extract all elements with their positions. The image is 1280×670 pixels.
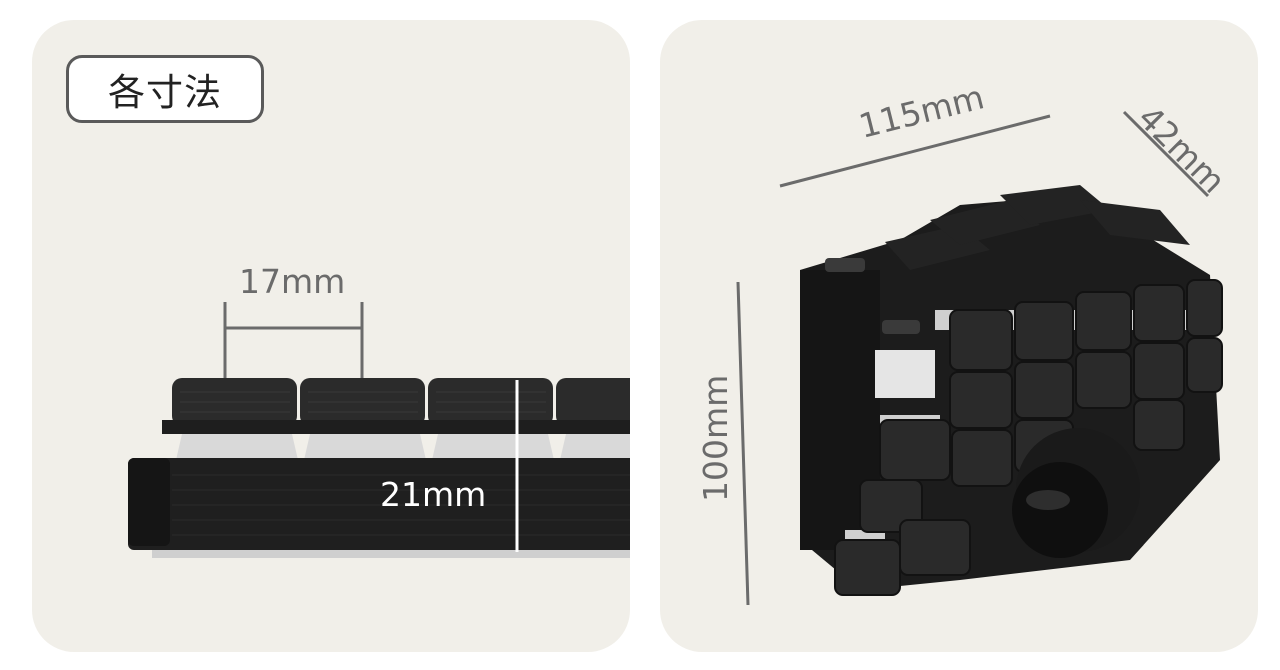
keyboard-side-photo — [128, 302, 630, 558]
side-view-panel: 各寸法 — [32, 20, 630, 652]
keyboard-angle-photo — [736, 110, 1223, 606]
angled-view-panel: 115mm 42mm 100mm — [660, 20, 1258, 652]
tall-label: 100mm — [696, 374, 735, 502]
dimension-lines — [736, 110, 1210, 606]
section-title: 各寸法 — [66, 55, 264, 123]
keycap-row — [172, 378, 630, 426]
keycap-width-label: 17mm — [239, 262, 346, 301]
keycap-width-bracket — [223, 302, 364, 378]
trackball — [1012, 428, 1140, 558]
switch-housings — [176, 434, 630, 460]
device-body — [800, 185, 1223, 596]
case-body — [128, 458, 630, 550]
height-label: 21mm — [380, 475, 487, 514]
